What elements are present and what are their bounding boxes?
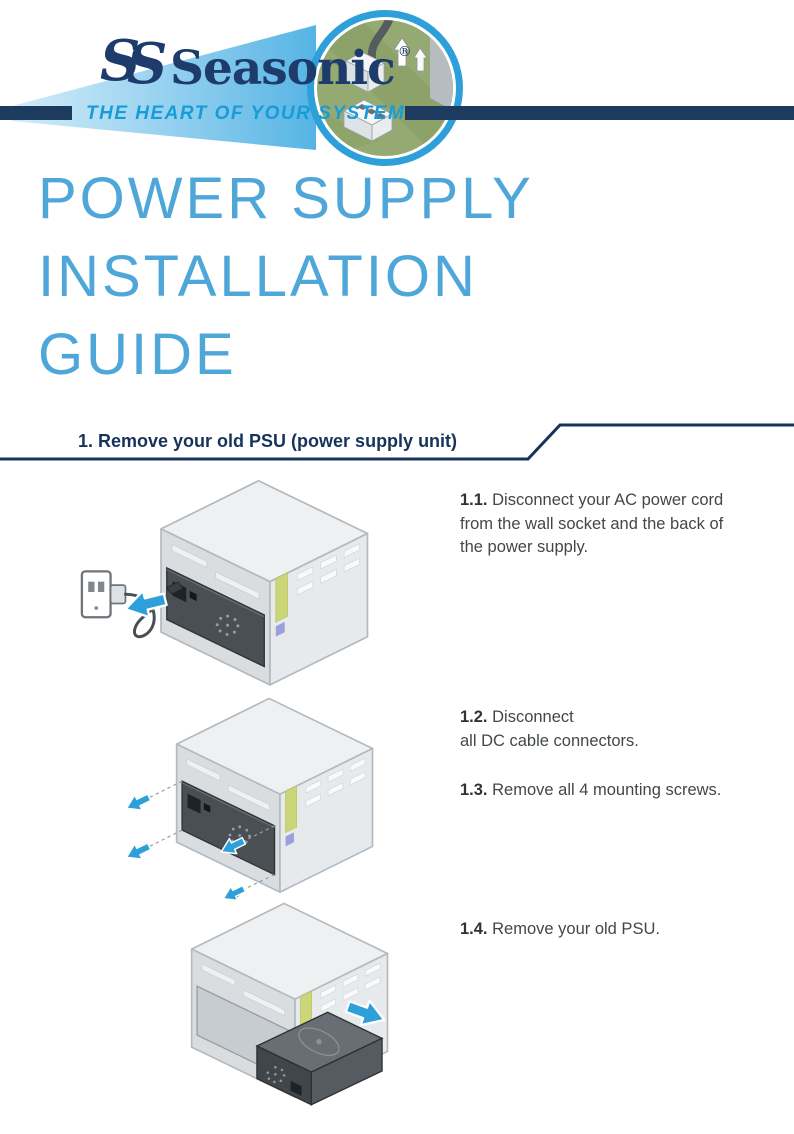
screw-arrow-1	[122, 789, 154, 817]
seasonic-logo: S S Seasonic ®	[100, 28, 412, 92]
magnifier-beam	[12, 25, 316, 150]
step-1-2-text: Disconnect all DC cable connectors.	[460, 708, 639, 750]
figure-disconnect-ac-cord	[80, 479, 369, 686]
dc-plug-connector	[345, 51, 385, 93]
svg-text:S: S	[100, 28, 140, 92]
brand-tagline: THE HEART OF YOUR SYSTEM	[86, 103, 406, 124]
figure-remove-old-psu	[190, 902, 390, 1106]
tagline-row: THE HEART OF YOUR SYSTEM	[0, 103, 794, 125]
title-line-1: POWER SUPPLY	[38, 166, 534, 231]
step-1-4: 1.4. Remove your old PSU.	[460, 918, 780, 942]
psu-fan-grille-dots	[266, 1065, 286, 1084]
seasonic-double-s-icon: S S	[100, 28, 167, 92]
dc-connector-magnifier-callout	[12, 10, 463, 166]
svg-text:S: S	[127, 31, 167, 92]
title-line-3: GUIDE	[38, 322, 237, 387]
removed-psu	[255, 1011, 384, 1106]
page-title: POWER SUPPLY INSTALLATION GUIDE	[38, 160, 534, 394]
wall-socket	[80, 570, 127, 619]
figure-remove-mounting-screws	[122, 697, 374, 907]
section-divider-line	[0, 423, 794, 461]
step-1-1-number: 1.1.	[460, 491, 488, 509]
registered-trademark: ®	[397, 44, 412, 60]
dc-cable	[367, 20, 396, 62]
step-1-4-text: Remove your old PSU.	[492, 920, 660, 938]
brand-wordmark: Seasonic	[170, 41, 396, 96]
step-1-2: 1.2. Disconnect all DC cable connectors.	[460, 706, 780, 753]
step-1-1-text: Disconnect your AC power cord from the w…	[460, 491, 724, 556]
step-1-3-text: Remove all 4 mounting screws.	[492, 781, 722, 799]
title-line-2: INSTALLATION	[38, 244, 478, 309]
section-heading: 1. Remove your old PSU (power supply uni…	[78, 431, 458, 451]
step-1-1: 1.1. Disconnect your AC power cord from …	[460, 489, 780, 560]
step-1-3-number: 1.3.	[460, 781, 488, 799]
step-1-2-number: 1.2.	[460, 708, 488, 726]
tagline-bar-left	[0, 106, 72, 120]
ac-plug	[166, 581, 184, 595]
step-1-4-number: 1.4.	[460, 920, 488, 938]
unplug-up-arrows	[393, 37, 428, 72]
step-1-3: 1.3. Remove all 4 mounting screws.	[460, 779, 780, 803]
tagline-bar-right	[405, 106, 794, 120]
screw-arrow-2	[122, 838, 154, 866]
psu-ac-socket	[290, 1080, 302, 1097]
